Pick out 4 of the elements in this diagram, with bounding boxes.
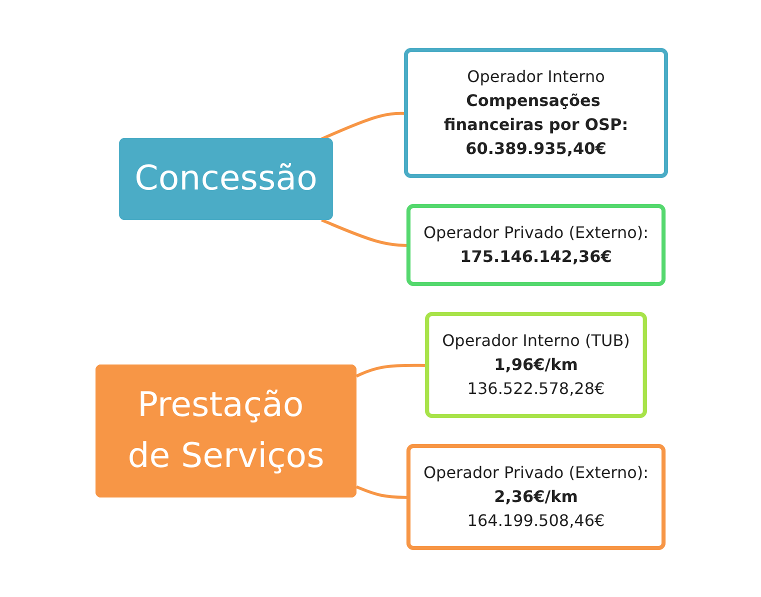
connector — [320, 111, 406, 140]
connector — [355, 484, 408, 498]
connector — [355, 363, 428, 378]
connector — [320, 218, 408, 246]
